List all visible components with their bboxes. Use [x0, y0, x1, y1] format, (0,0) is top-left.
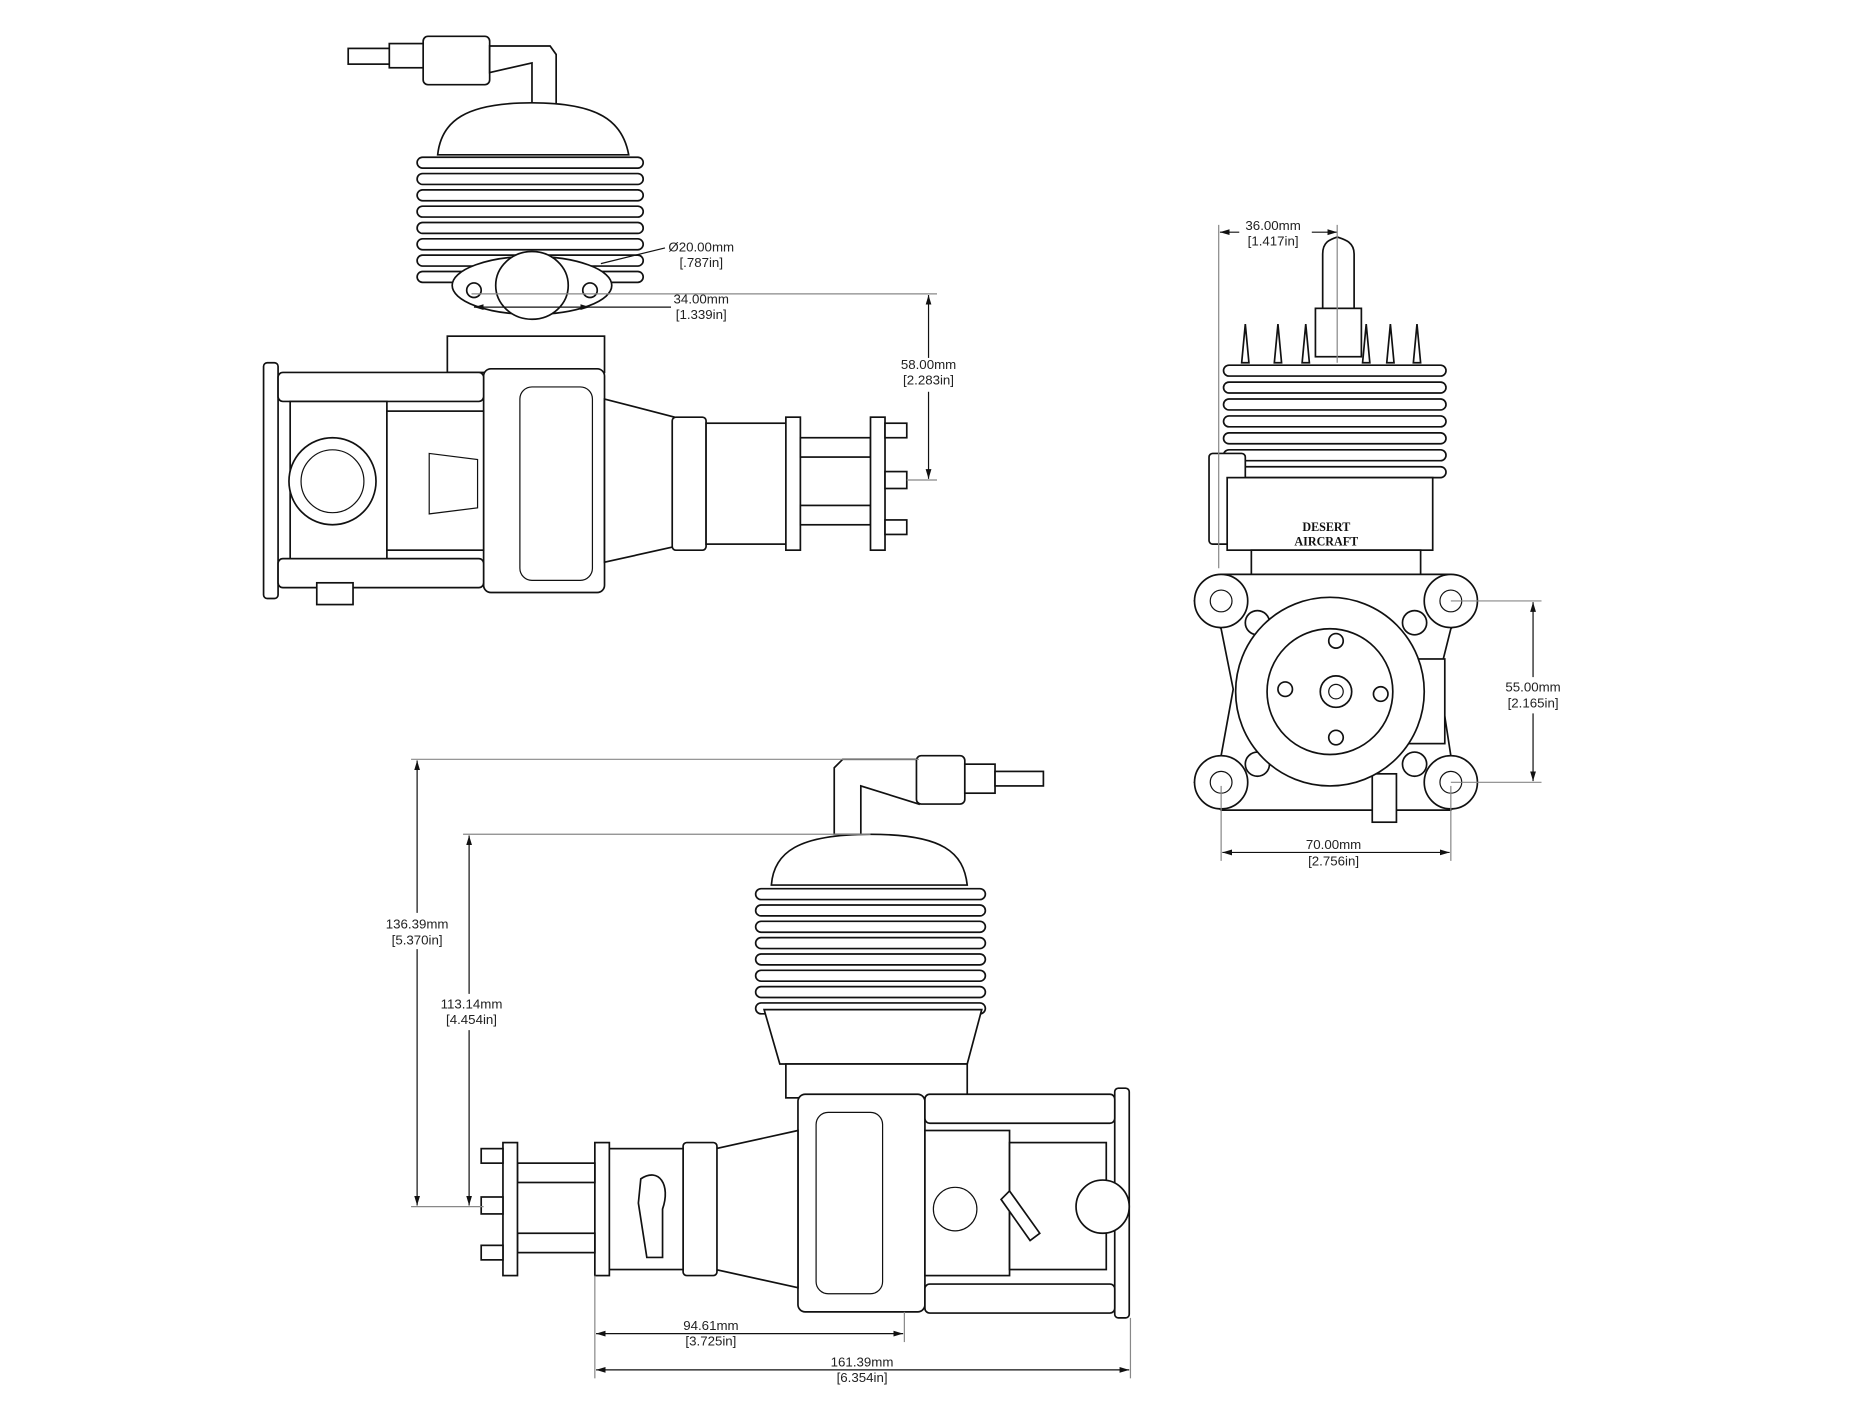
spark-plug-cap [833, 754, 1045, 836]
cooling-fin [1222, 415, 1447, 428]
cooling-fin [754, 904, 987, 917]
dimension-hub-to-cylinder: 94.61mm [3.725in] [594, 1275, 905, 1379]
cooling-fin [754, 969, 987, 983]
dim-in: [.787in] [679, 255, 723, 270]
logo-line2: AIRCRAFT [1294, 534, 1358, 548]
side-view-top [262, 35, 908, 606]
front-view: DESERT AIRCRAFT [1193, 236, 1479, 824]
intake-flange [451, 250, 613, 321]
dim-mm: 113.14mm [441, 996, 503, 1011]
cooling-fin [754, 936, 987, 950]
cooling-fin [1222, 465, 1447, 479]
dim-mm: 94.61mm [683, 1318, 738, 1333]
dim-mm: 55.00mm [1505, 680, 1560, 695]
dim-mm: 34.00mm [674, 292, 729, 307]
cooling-fin [754, 887, 987, 901]
cooling-fin [416, 172, 645, 186]
carburetor [924, 1087, 1131, 1319]
cooling-fin [416, 189, 645, 202]
cooling-fin [1222, 398, 1447, 411]
dimension-mount-height: 55.00mm [2.165in] [1450, 600, 1561, 783]
cylinder-head [436, 101, 630, 156]
fin-spike [1273, 323, 1283, 364]
dimension-intake-diameter: Ø20.00mm [.787in] [600, 240, 734, 270]
cooling-fins [754, 887, 987, 1015]
crankcase [482, 367, 606, 594]
cooling-fin [416, 156, 645, 169]
prop-hub [480, 1129, 799, 1289]
dim-in: [4.454in] [446, 1012, 497, 1027]
dim-mm: Ø20.00mm [668, 240, 734, 255]
side-view-bottom [480, 754, 1131, 1319]
dim-in: [2.165in] [1508, 695, 1559, 710]
carburetor [262, 361, 485, 606]
cooling-fin [754, 985, 987, 999]
fin-spike [1412, 323, 1422, 364]
dim-mm: 136.39mm [386, 917, 449, 932]
dimension-overall-height: 136.39mm [5.370in] [386, 758, 919, 1208]
cooling-fin [416, 237, 645, 251]
dimension-mount-width: 70.00mm [2.756in] [1220, 785, 1452, 869]
logo-emblem [932, 1186, 978, 1232]
dim-mm: 36.00mm [1245, 218, 1300, 233]
dim-in: [2.756in] [1308, 854, 1359, 869]
dim-mm: 58.00mm [901, 357, 956, 372]
cooling-fin [754, 953, 987, 966]
cooling-fin [416, 205, 645, 218]
spark-plug [1314, 236, 1363, 358]
dim-in: [6.354in] [837, 1370, 888, 1385]
dim-in: [1.339in] [676, 307, 727, 322]
dim-in: [2.283in] [903, 373, 954, 388]
dim-in: [1.417in] [1248, 233, 1299, 248]
cylinder-head [770, 833, 969, 886]
fin-spike [1301, 323, 1311, 364]
cylinder-base [446, 335, 606, 374]
dimension-plug-offset: 36.00mm [1.417in] [1218, 218, 1338, 569]
fin-spike [1240, 323, 1250, 364]
dim-in: [3.725in] [685, 1334, 736, 1349]
cooling-fin [1222, 381, 1447, 394]
cooling-fins [1240, 323, 1422, 364]
crankcase [797, 1093, 926, 1313]
cylinder-base [785, 1063, 969, 1099]
cooling-fins [1222, 364, 1447, 479]
cooling-fin [754, 920, 987, 934]
dim-in: [5.370in] [392, 932, 443, 947]
dim-mm: 161.39mm [831, 1354, 894, 1369]
dimension-head-height: 113.14mm [4.454in] [441, 833, 871, 1206]
cooling-fin [1222, 432, 1447, 445]
fin-spike [1385, 323, 1395, 364]
cooling-fin [1222, 364, 1447, 377]
dimension-intake-width: 34.00mm [1.339in] [471, 292, 937, 322]
cooling-fin [416, 221, 645, 235]
crank-disk [1234, 596, 1426, 787]
dimension-cylinder-height: 58.00mm [2.283in] [901, 295, 956, 481]
dim-mm: 70.00mm [1306, 837, 1361, 852]
dimension-overall-length: 161.39mm [6.354in] [596, 1317, 1132, 1385]
prop-hub [603, 397, 908, 564]
cooling-fin [1222, 448, 1447, 462]
logo-line1: DESERT [1302, 520, 1350, 534]
fin-spike [1361, 323, 1371, 364]
